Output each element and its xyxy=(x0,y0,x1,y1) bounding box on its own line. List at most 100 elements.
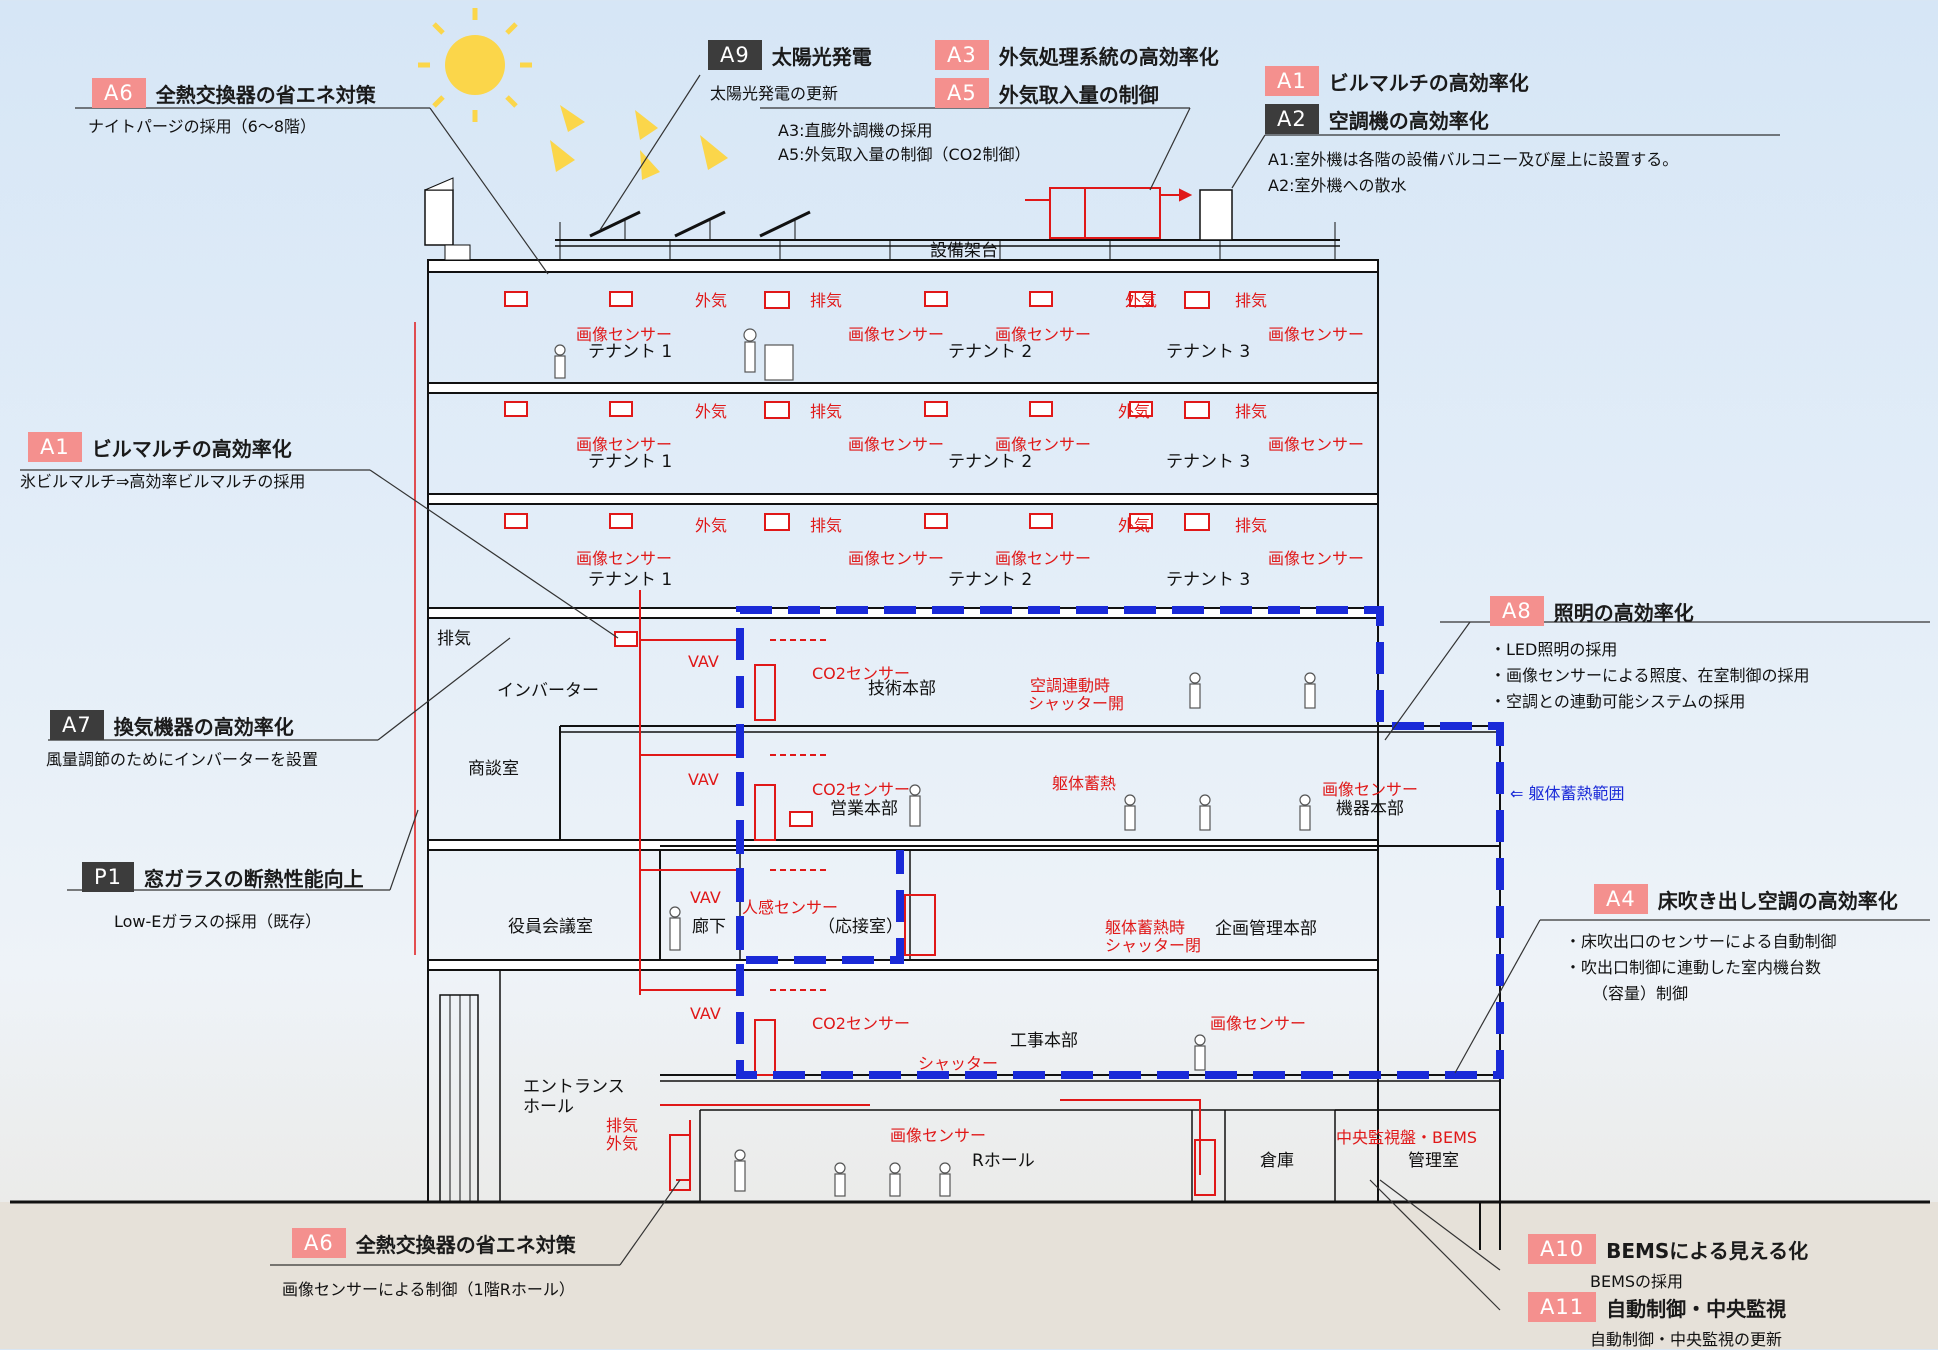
outside-air-f6-b: 外気 xyxy=(1118,516,1151,535)
a4-item-3: （容量）制御 xyxy=(1592,984,1689,1003)
co2-sensor-f4: CO2センサー xyxy=(812,780,910,799)
image-sensor-f7-3: 画像センサー xyxy=(995,435,1092,454)
exhaust-f5: 排気 xyxy=(437,629,471,649)
tenant-1-f6: テナント 1 xyxy=(588,570,673,590)
badge-a11: A11 xyxy=(1528,1292,1597,1322)
ac-link-open-1: 空調連動時 xyxy=(1030,676,1111,695)
measure-a4: A4 床吹き出し空調の高効率化 xyxy=(1594,884,1898,914)
a4-item-1: ・床吹出口のセンサーによる自動制御 xyxy=(1565,932,1837,951)
ac-link-open-2: シャッター開 xyxy=(1028,694,1125,713)
tenant-3-f6: テナント 3 xyxy=(1166,570,1251,590)
badge-a1: A1 xyxy=(1265,66,1319,96)
measure-a1-left: A1 ビルマルチの高効率化 xyxy=(28,432,292,462)
corridor-label: 廊下 xyxy=(692,917,726,937)
vav-f5: VAV xyxy=(688,652,719,671)
measure-a7: A7 換気機器の高効率化 xyxy=(50,710,294,740)
storage-label: 倉庫 xyxy=(1260,1151,1294,1171)
desc-a1-left: 氷ビルマルチ⇒高効率ビルマルチの採用 xyxy=(20,472,306,491)
desc-a7: 風量調節のためにインバーターを設置 xyxy=(46,750,319,769)
tenant-2-f6: テナント 2 xyxy=(948,570,1033,590)
measure-a6-bottom: A6 全熱交換器の省エネ対策 xyxy=(292,1228,576,1258)
title-a3: 外気処理系統の高効率化 xyxy=(998,44,1219,69)
title-a2: 空調機の高効率化 xyxy=(1328,108,1489,133)
desc-a6: ナイトパージの採用（6〜8階） xyxy=(88,117,317,136)
measure-p1: P1 窓ガラスの断熱性能向上 xyxy=(82,862,364,892)
thermal-time-2: シャッター閉 xyxy=(1105,936,1202,955)
outside-air-f8: 外気 xyxy=(695,291,728,310)
vav-f4: VAV xyxy=(688,770,719,789)
desc-a10: BEMSの採用 xyxy=(1590,1272,1684,1291)
title-a6: 全熱交換器の省エネ対策 xyxy=(155,82,376,107)
image-sensor-f6-1: 画像センサー xyxy=(576,549,673,568)
thermal-time-1: 躯体蓄熱時 xyxy=(1105,918,1186,937)
entrance-label-2: ホール xyxy=(523,1097,574,1117)
title-a1-left: ビルマルチの高効率化 xyxy=(91,436,292,461)
tenant-1-f7: テナント 1 xyxy=(588,452,673,472)
r-hall-label: Rホール xyxy=(972,1151,1035,1171)
title-a1: ビルマルチの高効率化 xyxy=(1328,70,1529,95)
title-a7: 換気機器の高効率化 xyxy=(113,714,294,739)
image-sensor-f6-2: 画像センサー xyxy=(848,549,945,568)
exec-meeting-label: 役員会議室 xyxy=(508,917,593,937)
desc-a2-detail: A2:室外機への散水 xyxy=(1268,176,1407,195)
measure-a11: A11 自動制御・中央監視 xyxy=(1528,1292,1786,1322)
title-a8: 照明の高効率化 xyxy=(1553,600,1694,625)
a8-item-3: ・空調との連動可能システムの採用 xyxy=(1490,692,1746,711)
badge-a6: A6 xyxy=(92,78,146,108)
title-a6-bottom: 全熱交換器の省エネ対策 xyxy=(355,1232,576,1257)
image-sensor-f8-1: 画像センサー xyxy=(576,325,673,344)
outside-air-f8-b: 外気 xyxy=(1125,291,1158,310)
desc-a6-bottom: 画像センサーによる制御（1階Rホール） xyxy=(282,1280,575,1299)
image-sensor-f6-4: 画像センサー xyxy=(1268,549,1365,568)
person-icon xyxy=(554,328,1316,1197)
tenant-1-f8: テナント 1 xyxy=(588,342,673,362)
desc-a11: 自動制御・中央監視の更新 xyxy=(1590,1330,1783,1349)
entrance-label-1: エントランス xyxy=(523,1077,625,1097)
measure-a3: A3 外気処理系統の高効率化 xyxy=(935,40,1219,70)
measure-a6-top: A6 全熱交換器の省エネ対策 xyxy=(92,78,376,108)
image-sensor-f6-3: 画像センサー xyxy=(995,549,1092,568)
title-a9: 太陽光発電 xyxy=(771,44,872,69)
thermal-mass-label: 躯体蓄熱 xyxy=(1052,774,1117,793)
badge-a8: A8 xyxy=(1490,596,1544,626)
image-sensor-f7-4: 画像センサー xyxy=(1268,435,1365,454)
thermal-range-label: ⇐ 躯体蓄熱範囲 xyxy=(1510,784,1625,803)
tenant-3-f8: テナント 3 xyxy=(1166,342,1251,362)
desc-a5-detail: A5:外気取入量の制御（CO2制御） xyxy=(778,145,1031,164)
exhaust-f1: 排気 xyxy=(606,1116,639,1135)
sales-div-label: 営業本部 xyxy=(830,799,898,819)
equipment-rack-label: 設備架台 xyxy=(930,241,998,261)
exhaust-f7-b: 排気 xyxy=(1235,402,1268,421)
co2-sensor-f5: CO2センサー xyxy=(812,664,910,683)
image-sensor-f7-2: 画像センサー xyxy=(848,435,945,454)
desc-a3-detail: A3:直膨外調機の採用 xyxy=(778,121,933,140)
meeting-room-label: 商談室 xyxy=(468,759,519,779)
co2-sensor-f2: CO2センサー xyxy=(812,1014,910,1033)
a8-item-2: ・画像センサーによる照度、在室制御の採用 xyxy=(1490,666,1810,685)
reception-label: （応接室） xyxy=(818,917,903,937)
exhaust-f8-b: 排気 xyxy=(1235,291,1268,310)
vav-f3: VAV xyxy=(690,888,721,907)
badge-a6-bottom: A6 xyxy=(292,1228,346,1258)
measure-a10: A10 BEMSによる見える化 xyxy=(1528,1234,1808,1264)
title-p1: 窓ガラスの断熱性能向上 xyxy=(144,866,364,891)
badge-a1-left: A1 xyxy=(28,432,82,462)
measure-a8: A8 照明の高効率化 xyxy=(1490,596,1694,626)
exhaust-f6: 排気 xyxy=(810,516,843,535)
tenant-2-f8: テナント 2 xyxy=(948,342,1033,362)
outside-air-f7: 外気 xyxy=(695,402,728,421)
outside-air-f6: 外気 xyxy=(695,516,728,535)
badge-a7: A7 xyxy=(50,710,104,740)
image-sensor-f7-1: 画像センサー xyxy=(576,435,673,454)
outside-air-f1: 外気 xyxy=(606,1134,639,1153)
title-a10: BEMSによる見える化 xyxy=(1606,1238,1809,1263)
exhaust-f7: 排気 xyxy=(810,402,843,421)
image-sensor-f2: 画像センサー xyxy=(1210,1014,1307,1033)
title-a5: 外気取入量の制御 xyxy=(998,82,1159,107)
image-sensor-f1: 画像センサー xyxy=(890,1126,987,1145)
a8-item-1: ・LED照明の採用 xyxy=(1490,640,1618,659)
outside-air-f7-b: 外気 xyxy=(1118,402,1151,421)
badge-a3: A3 xyxy=(935,40,989,70)
motion-sensor-label: 人感センサー xyxy=(742,898,839,917)
badge-a9: A9 xyxy=(708,40,762,70)
